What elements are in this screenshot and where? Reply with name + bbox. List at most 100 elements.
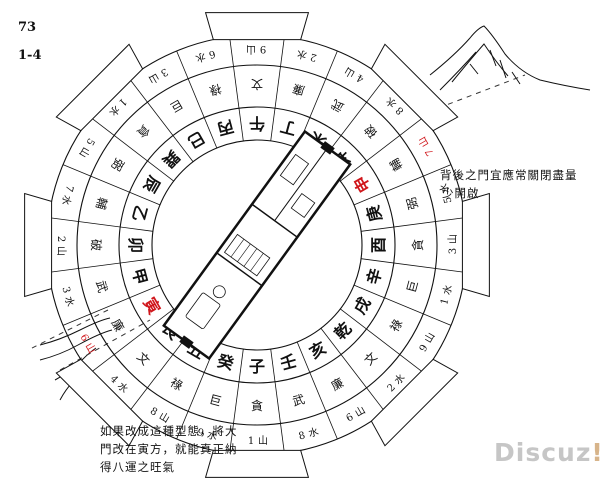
mountain-label: 癸 [214,351,236,374]
ring-divider [361,217,466,232]
mountain-label: 戌 [350,294,374,317]
mountain-label: 亥 [306,338,329,362]
door-change-note-line-2: 門改在寅方，就能真正納 [100,442,238,456]
middle-ring-cell: 武 [291,392,306,409]
middle-ring-cell: 廉 [291,81,306,99]
ring-element: 山 [258,435,268,447]
ring-divider [340,116,424,182]
ring-divider [62,164,161,206]
middle-ring-cell: 文 [251,77,263,92]
outer-tab [370,358,459,447]
ring-divider [353,164,452,206]
middle-ring-cell: 破 [89,239,104,251]
middle-ring-cell: 文 [134,349,153,368]
mountain-label: 寅 [140,294,164,317]
ring-element: 水 [438,182,452,195]
mountain-label: 乙 [128,203,150,223]
watermark-text: Discuz [494,438,592,467]
ring-divider [361,258,466,273]
back-door-note: 背後之門宜應常關閉盡量 少開啟 [440,166,600,202]
ring-star: 破 [361,122,380,141]
ring-digit: 9 [260,43,266,54]
ring-divider [340,308,424,374]
ring-star: 廉 [291,81,306,99]
sofa [185,292,221,330]
middle-ring-cell: 貪 [410,239,425,251]
outer-ring-cell: 4山 [342,65,365,85]
ring-divider [90,308,174,374]
ring-star: 祿 [168,375,185,393]
ring-star: 弼 [404,196,421,211]
outer-tab [55,43,144,132]
ring-star: 文 [361,349,380,368]
middle-ring-cell: 輔 [93,196,110,211]
ring-circle-2 [76,64,438,426]
outer-ring-cell: 5山 [77,136,97,159]
back-door [320,141,335,155]
middle-ring-cell: 祿 [208,81,223,98]
ring-digit: 6 [77,333,90,344]
outer-ring-cell: 6山 [345,404,368,424]
ring-digit: 6 [207,48,216,60]
section-label: 1-4 [18,48,42,63]
watermark-logo: Discuz! [494,438,604,467]
ring-star: 文 [251,77,263,92]
mountain-label: 子 [249,357,265,376]
ring-element: 山 [246,43,256,55]
mountain-cell: 甲 [128,266,150,286]
ring-element: 水 [392,372,408,388]
middle-ring-cell: 武 [93,279,110,294]
ring-element: 水 [384,94,400,110]
ring-digit: 7 [63,184,75,193]
house-outline [162,129,352,361]
ring-digit: 1 [248,436,254,447]
middle-ring-cell: 巨 [208,392,223,409]
mountain-label: 午 [249,114,265,133]
ring-divider [62,284,161,326]
middle-ring-cell: 廉 [328,374,346,393]
middle-ring-cell: 巨 [168,97,185,115]
bed [279,153,310,186]
ring-star: 貪 [410,239,425,251]
ring-element: 山 [146,71,161,86]
ring-element: 山 [83,341,98,356]
ring-digit: 2 [309,51,318,63]
ring-divider [229,349,244,454]
ring-element: 水 [194,50,207,64]
ring-element: 水 [206,429,219,443]
outer-tabs [24,12,490,478]
ring-star: 祿 [208,81,223,98]
mountain-cell: 乾 [331,319,356,344]
middle-ring-cell: 貪 [251,398,263,413]
house-floor-plan [162,129,352,361]
page-number: 73 [18,20,37,35]
outer-ring-cell: 2山 [55,236,67,256]
mountain-label: 乾 [331,319,356,344]
mountain-label: 辛 [363,266,385,286]
outer-ring-cell: 1水 [439,284,455,307]
middle-ring-cell: 弼 [109,156,127,173]
ring-star: 廉 [109,316,128,334]
ring-star: 巨 [168,97,185,115]
mountain-label: 丁 [278,116,298,138]
ring-element: 水 [296,47,309,61]
outer-ring-cell: 6水 [194,48,216,65]
ring-element: 水 [307,426,320,440]
ring-divider [270,36,285,141]
ring-star: 武 [93,279,110,294]
outer-ring-cell: 3山 [146,65,169,85]
ring-element: 水 [106,103,122,119]
ring-digit: 8 [298,430,307,442]
mountain-cell: 申 [350,173,374,196]
ring-star: 弼 [109,156,127,173]
ring-element: 山 [77,145,92,160]
door-change-note-line-3: 得八運之旺氣 [100,460,175,474]
middle-ring-cell: 巨 [404,279,421,294]
outer-ring-cell: 7山 [416,134,436,157]
outer-ring-cell: 7水 [59,184,75,207]
ring-element: 水 [441,284,455,297]
ring-element: 山 [416,134,431,149]
mountain-cell: 巽 [159,147,184,172]
